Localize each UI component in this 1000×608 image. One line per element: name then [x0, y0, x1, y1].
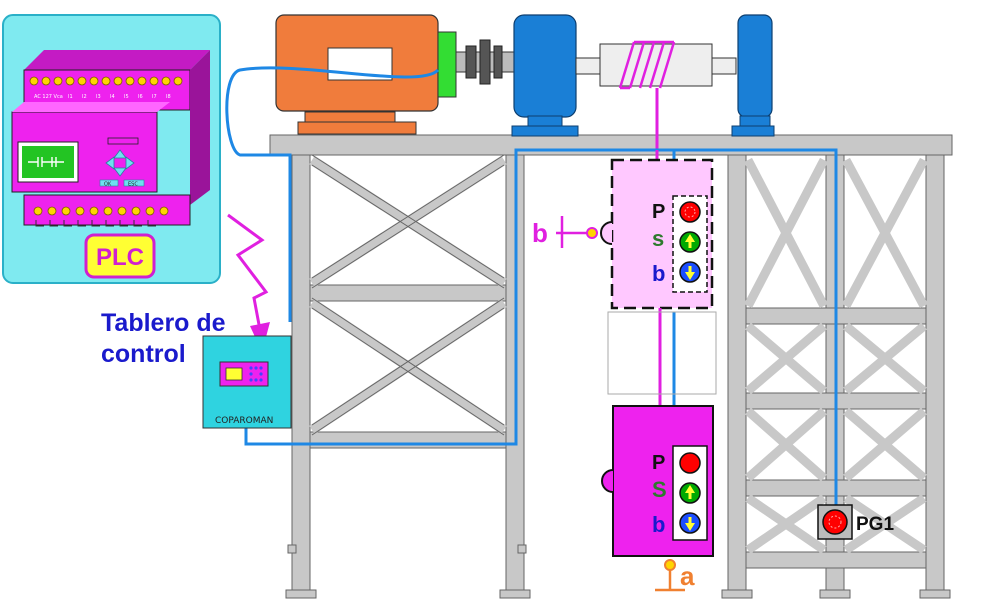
plc-dpad[interactable] — [105, 149, 135, 177]
coupling-flange-c — [493, 45, 503, 79]
lower-pendant-letter-stop: P — [652, 452, 665, 474]
plc-input-label: I4 — [110, 94, 115, 100]
pg1-label: PG1 — [856, 514, 894, 535]
arrow-down-icon — [685, 523, 695, 531]
plc-unit[interactable]: AC 127 Vca I1 I2 I3 I4 I5 I6 I7 I8 OK ES… — [2, 14, 221, 284]
lower-limit-switch-roller[interactable] — [664, 559, 676, 571]
control-panel-title-2: control — [101, 340, 186, 368]
steel-structure — [269, 134, 953, 599]
plc-input-label: I1 — [68, 94, 73, 100]
upper-limit-switch-label: b — [532, 218, 548, 248]
upper-limit-switch-roller[interactable] — [586, 227, 598, 239]
foot-plates — [285, 544, 951, 599]
plc-input-labels: I1 I2 I3 I4 I5 I6 I7 I8 — [68, 94, 171, 100]
plc-bottom-terminals — [33, 206, 169, 216]
plc-ok-button[interactable] — [99, 179, 119, 187]
left-low-beam — [309, 431, 507, 449]
plc-front-top — [12, 102, 170, 112]
pg1-pushbutton[interactable]: PG1 — [817, 504, 894, 540]
arrow-up-icon — [685, 485, 695, 493]
drum-bearing-right — [737, 14, 773, 118]
control-panel-plc-display — [225, 367, 243, 381]
pendant-travel-guide — [607, 311, 717, 395]
plc-supply-text: AC 127 Vca — [34, 94, 63, 100]
plc-side-face — [190, 50, 210, 205]
arrow-up-icon — [685, 234, 695, 242]
plc-top-face — [24, 50, 210, 70]
drum-cable-coils — [618, 40, 676, 90]
motor-foot — [297, 121, 417, 135]
plc-esc-button[interactable] — [123, 179, 145, 187]
control-panel-brand: COPAROMAN — [215, 416, 273, 426]
plc-input-label: I5 — [124, 94, 129, 100]
lower-pendant-letter-up: S — [652, 477, 667, 502]
motor-terminal-box — [437, 31, 457, 98]
plc-ladder-glyph — [28, 157, 64, 167]
plc-input-label: I7 — [152, 94, 157, 100]
coupling-flange-b — [479, 39, 491, 85]
plc-label: PLC — [96, 244, 144, 271]
lower-pendant-stop-button[interactable] — [679, 452, 701, 474]
top-beam — [269, 134, 953, 156]
left-column-a — [291, 154, 311, 596]
hoist-drive — [275, 14, 775, 150]
plc-input-label: I3 — [96, 94, 101, 100]
control-panel-plc-keys — [249, 366, 263, 382]
lower-pendant-up-button[interactable] — [679, 482, 701, 504]
arrow-down-icon — [685, 272, 695, 280]
blue-wiring — [225, 66, 838, 512]
plc-input-label: I8 — [166, 94, 171, 100]
upper-pendant-stop-button[interactable] — [679, 201, 701, 223]
pg1-button[interactable] — [822, 509, 848, 535]
plc-output-contacts — [35, 220, 156, 227]
lower-pendant-side-knob — [601, 469, 614, 493]
left-bracing-outline — [311, 154, 505, 436]
left-mid-beam — [309, 284, 507, 302]
plc-input-label: I6 — [138, 94, 143, 100]
lower-pendant-down-button[interactable] — [679, 512, 701, 534]
wireless-signal-line — [227, 213, 269, 331]
left-bracing — [309, 155, 507, 435]
plc-slot — [107, 137, 139, 145]
upper-pendant-up-button[interactable] — [679, 231, 701, 253]
wire-panel-to-trolley — [244, 148, 838, 512]
upper-pendant-letter-up: s — [652, 226, 664, 251]
drum-bearing-left — [513, 14, 577, 118]
coupling-flange-a — [465, 45, 477, 79]
control-panel[interactable]: Tablero de control COPAROMAN — [101, 309, 292, 429]
right-column-c — [925, 154, 945, 596]
plc-top-terminals — [29, 76, 183, 86]
upper-pendant-down-button[interactable] — [679, 261, 701, 283]
wire-motor-to-panel — [225, 66, 440, 322]
lower-pendant-letter-down: b — [652, 512, 665, 537]
bearing-left-base — [511, 125, 579, 137]
right-bracing — [744, 157, 928, 554]
plc-ok-label: OK — [104, 182, 112, 188]
upper-pendant-side-knob — [600, 221, 613, 245]
right-beam-4 — [745, 551, 927, 569]
lower-pendant[interactable]: P S b a — [601, 405, 714, 592]
right-column-a — [727, 154, 747, 596]
upper-pendant-letter-down: b — [652, 261, 665, 286]
plc-label-box — [84, 233, 156, 279]
upper-pendant-letter-stop: P — [652, 201, 665, 223]
plc-esc-label: ESC — [128, 182, 138, 188]
pg1-button-ring — [828, 515, 842, 529]
bearing-right-base — [731, 125, 775, 137]
plc-input-label: I2 — [82, 94, 87, 100]
lower-limit-switch-label: a — [680, 561, 695, 591]
upper-pendant[interactable]: P s b b — [532, 150, 714, 310]
control-panel-title-1: Tablero de — [101, 309, 226, 337]
